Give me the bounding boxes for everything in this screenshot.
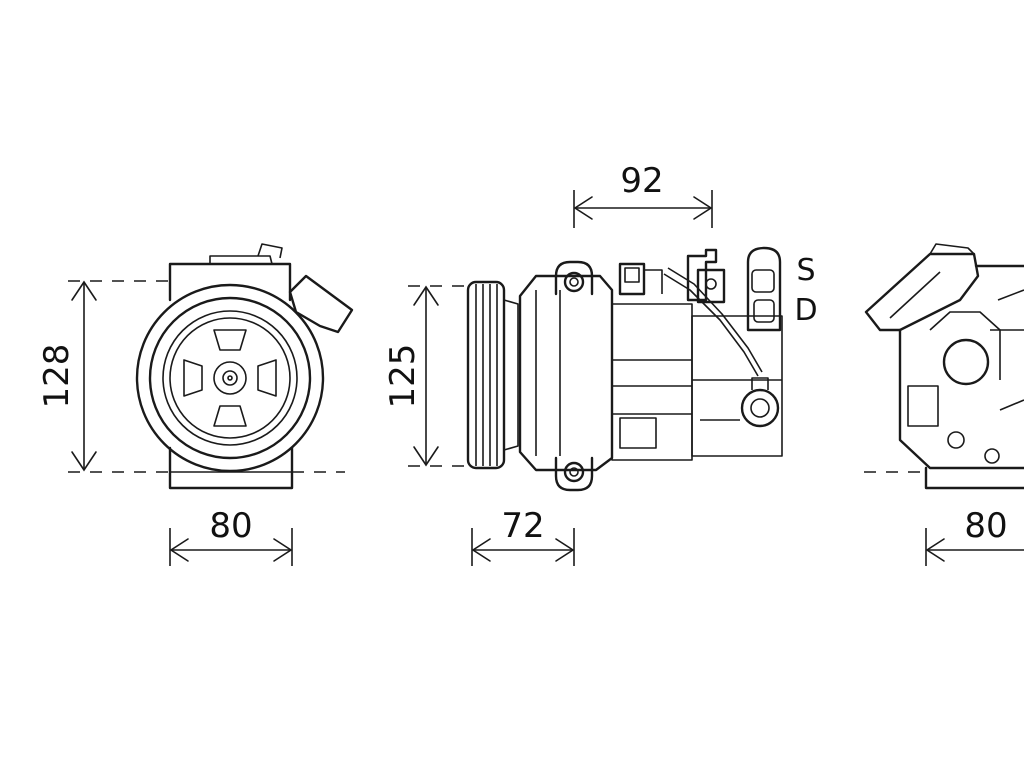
side-top-mount bbox=[554, 260, 594, 296]
side-height-dimension: 125 bbox=[383, 285, 439, 467]
side-pulley bbox=[466, 280, 519, 470]
rear-width-dimension: 80 bbox=[925, 506, 1024, 566]
side-pressure-sensor bbox=[740, 377, 780, 428]
rear-width-label: 80 bbox=[964, 506, 1007, 546]
front-clutch-segments bbox=[183, 329, 277, 427]
side-connector bbox=[618, 262, 663, 296]
side-bottom-mount bbox=[554, 456, 594, 492]
front-view: 128 80 bbox=[37, 243, 354, 566]
front-height-label: 128 bbox=[37, 344, 77, 409]
side-height-label: 125 bbox=[383, 344, 423, 409]
side-port-spacing-label: 92 bbox=[620, 161, 663, 201]
front-top-bracket bbox=[168, 243, 292, 302]
front-outer-housing bbox=[135, 283, 325, 473]
side-body-housing bbox=[518, 274, 614, 472]
front-width-dimension: 80 bbox=[169, 506, 293, 566]
front-hub bbox=[213, 361, 247, 395]
side-wire bbox=[663, 273, 759, 377]
rear-view: 80 bbox=[864, 243, 1024, 566]
side-view: S D 125 92 72 bbox=[383, 161, 818, 566]
rear-body bbox=[898, 264, 1024, 470]
front-pulley-face bbox=[162, 310, 298, 446]
front-connector-housing bbox=[288, 274, 354, 334]
front-bottom-foot bbox=[168, 446, 294, 490]
side-depth-dimension: 72 bbox=[471, 506, 575, 566]
side-depth-label: 72 bbox=[501, 506, 544, 546]
discharge-port-label: D bbox=[794, 293, 817, 328]
side-port-spacing-dimension: 92 bbox=[573, 161, 713, 228]
rear-bottom-foot bbox=[924, 466, 1024, 490]
side-service-ports bbox=[746, 246, 782, 332]
side-switch-bracket bbox=[686, 248, 726, 304]
front-width-label: 80 bbox=[209, 506, 252, 546]
front-height-dimension: 128 bbox=[37, 280, 97, 472]
rear-connector-block bbox=[864, 243, 980, 332]
suction-port-label: S bbox=[796, 253, 815, 288]
front-clutch-ring bbox=[148, 296, 312, 460]
